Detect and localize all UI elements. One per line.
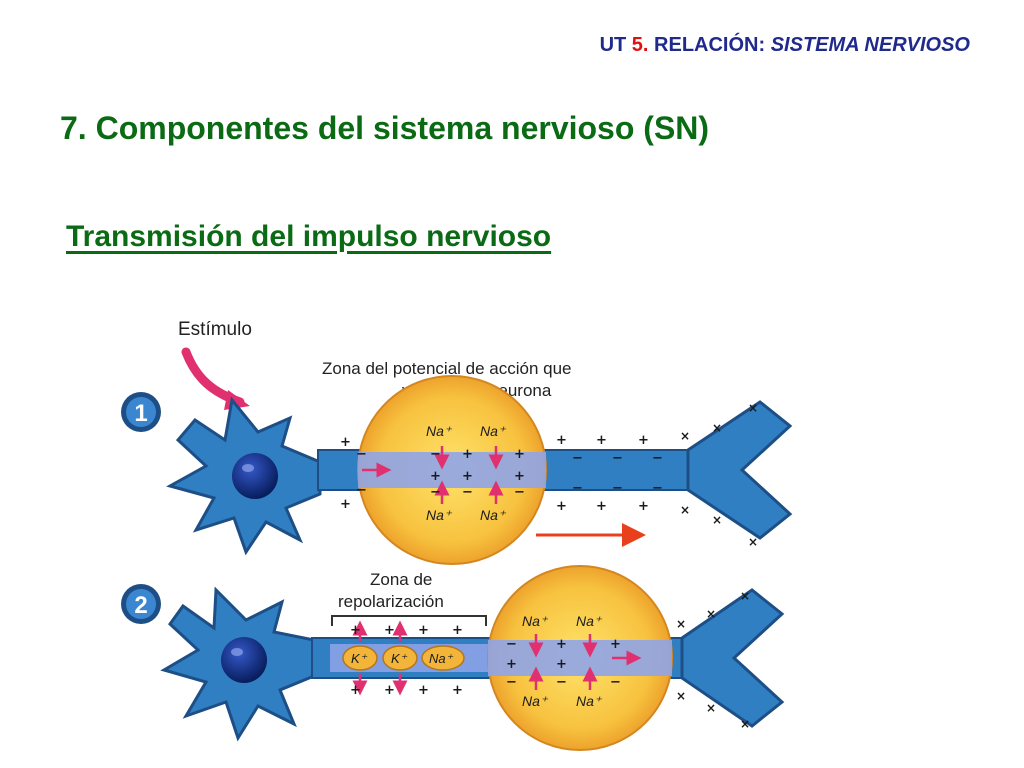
step-2-number: 2	[134, 592, 147, 619]
svg-text:+: +	[340, 435, 351, 450]
svg-text:+: +	[350, 683, 361, 698]
svg-text:×: ×	[676, 617, 686, 631]
svg-text:+: +	[452, 683, 463, 698]
zone-repol-label-line1: Zona de	[370, 570, 432, 589]
svg-text:×: ×	[712, 421, 722, 435]
svg-text:+: +	[556, 499, 567, 514]
svg-text:+: +	[638, 433, 649, 448]
svg-text:+: +	[384, 683, 395, 698]
svg-text:+: +	[556, 657, 567, 672]
svg-text:×: ×	[748, 401, 758, 415]
k-label-2: K⁺	[391, 651, 408, 666]
relation-label: RELACIÓN:	[648, 34, 771, 56]
svg-text:−: −	[556, 675, 567, 690]
neuron-2-axon-terminal	[680, 588, 785, 728]
stimulus-label: Estímulo	[178, 319, 252, 340]
neuron-1-nucleus-highlight	[242, 464, 254, 472]
svg-text:+: +	[514, 469, 525, 484]
svg-text:−: −	[572, 481, 583, 496]
svg-text:×: ×	[712, 513, 722, 527]
svg-text:+: +	[514, 447, 525, 462]
unit-prefix: UT	[599, 34, 632, 56]
neuron-1-na-label-bottom-2: Na⁺	[480, 507, 507, 523]
unit-number: 5.	[631, 34, 649, 56]
neuron-2: 2 K⁺ K⁺ Na⁺ Na⁺ Na⁺ Na⁺ Na⁺ +	[121, 565, 785, 751]
svg-text:+: +	[350, 623, 361, 638]
k-channel-2	[382, 645, 418, 671]
svg-text:−: −	[506, 637, 517, 652]
neuron-1-axon-terminal	[686, 400, 793, 540]
slide-title: 7. Componentes del sistema nervioso (SN)	[60, 110, 710, 146]
na-label-channel: Na⁺	[429, 651, 454, 666]
step-1-badge-inner	[126, 397, 156, 427]
svg-text:+: +	[462, 469, 473, 484]
svg-text:+: +	[452, 623, 463, 638]
svg-text:−: −	[514, 485, 525, 500]
svg-text:+: +	[340, 497, 351, 512]
svg-text:+: +	[596, 499, 607, 514]
svg-text:−: −	[430, 447, 441, 462]
neuron-2-na-label-top-2: Na⁺	[576, 613, 603, 629]
neuron-2-na-label-bottom-2: Na⁺	[576, 693, 603, 709]
svg-text:−: −	[356, 483, 367, 498]
svg-text:×: ×	[748, 535, 758, 549]
slide-subtitle: Transmisión del impulso nervioso	[66, 220, 552, 253]
neuron-1: 1 Na⁺ Na⁺ Na⁺ Na⁺ + − − + − + +	[121, 375, 793, 565]
svg-text:+: +	[596, 433, 607, 448]
svg-text:+: +	[506, 657, 517, 672]
step-2-badge-inner	[126, 589, 156, 619]
svg-text:−: −	[356, 447, 367, 462]
svg-text:−: −	[430, 485, 441, 500]
svg-text:−: −	[652, 481, 663, 496]
svg-text:×: ×	[706, 701, 716, 715]
svg-text:−: −	[612, 451, 623, 466]
svg-text:×: ×	[706, 607, 716, 621]
svg-text:−: −	[610, 675, 621, 690]
svg-text:×: ×	[676, 689, 686, 703]
svg-text:+: +	[556, 433, 567, 448]
neuron-1-na-label-top-2: Na⁺	[480, 423, 507, 439]
svg-text:×: ×	[740, 589, 750, 603]
neuron-1-na-label-top-1: Na⁺	[426, 423, 453, 439]
subject-label: SISTEMA NERVIOSO	[770, 34, 970, 56]
svg-text:×: ×	[740, 717, 750, 731]
neuron-2-na-label-top-1: Na⁺	[522, 613, 549, 629]
svg-text:+: +	[418, 623, 429, 638]
k-label-1: K⁺	[351, 651, 368, 666]
svg-text:−: −	[462, 485, 473, 500]
neuron-1-charges: + − − + − + + + + + − − − + + + + + + − …	[340, 401, 758, 549]
svg-text:−: −	[572, 451, 583, 466]
svg-text:+: +	[418, 683, 429, 698]
svg-text:×: ×	[680, 503, 690, 517]
svg-text:+: +	[462, 447, 473, 462]
neuron-1-nucleus	[232, 453, 278, 499]
zone-action-label-line1: Zona del potencial de acción que	[322, 359, 572, 378]
repolarization-bracket	[331, 615, 487, 626]
svg-text:−: −	[612, 481, 623, 496]
unit-header: UT 5. RELACIÓN: SISTEMA NERVIOSO	[600, 34, 970, 57]
neuron-2-nucleus	[221, 637, 267, 683]
neuron-1-na-label-bottom-1: Na⁺	[426, 507, 453, 523]
zone-repol-label-line2: repolarización	[338, 592, 444, 611]
svg-text:+: +	[430, 469, 441, 484]
svg-text:+: +	[384, 623, 395, 638]
neuron-2-charges: + + + + + + + + − + + + + − − − × × × × …	[350, 589, 750, 731]
neuron-2-nucleus-highlight	[231, 648, 243, 656]
svg-text:+: +	[610, 637, 621, 652]
svg-text:+: +	[638, 499, 649, 514]
svg-text:−: −	[652, 451, 663, 466]
svg-text:×: ×	[680, 429, 690, 443]
na-channel	[421, 645, 465, 671]
svg-text:−: −	[506, 675, 517, 690]
svg-text:+: +	[556, 637, 567, 652]
neuron-2-na-label-bottom-1: Na⁺	[522, 693, 549, 709]
k-channel-1	[342, 645, 378, 671]
step-1-number: 1	[134, 400, 147, 427]
